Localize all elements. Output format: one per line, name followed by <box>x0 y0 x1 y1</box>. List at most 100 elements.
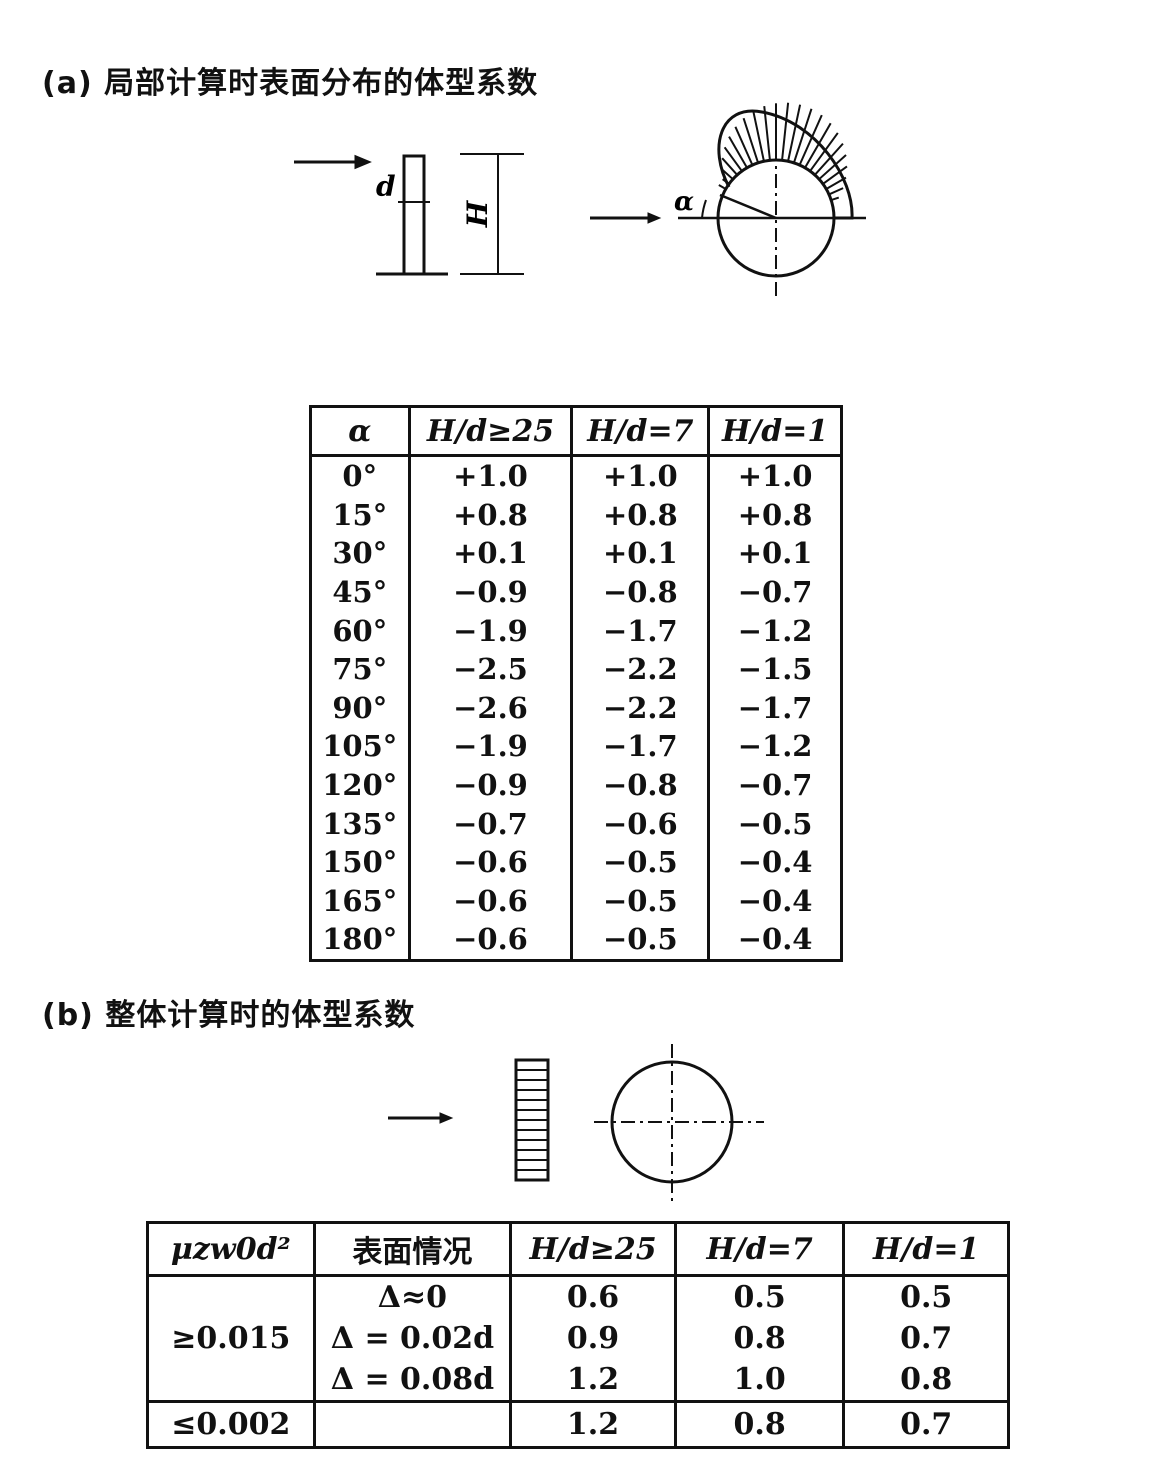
coefficient-cell: −0.5 <box>707 804 843 843</box>
hatch-line <box>804 122 832 169</box>
angle-cell: 60° <box>309 611 411 650</box>
header-hd1: H/d=1 <box>707 406 843 457</box>
coefficient-cell: −2.5 <box>407 649 574 689</box>
value-cell: 0.8 <box>900 1362 953 1397</box>
coefficient-cell: −0.7 <box>707 765 843 805</box>
alpha-label: α <box>674 187 694 217</box>
coefficient-cell: +0.8 <box>570 495 711 535</box>
coefficient-cell: −1.5 <box>707 649 843 689</box>
header-hd25: H/d≥25 <box>407 406 574 457</box>
angle-cell: 75° <box>309 649 411 689</box>
angle-cell: 120° <box>309 765 411 805</box>
table-row: 105°−1.9−1.7−1.2 <box>309 727 843 766</box>
header-surface-condition: 表面情况 <box>312 1221 513 1277</box>
coefficient-cell: −0.9 <box>407 572 574 612</box>
group1-conditions: Δ≈0 Δ = 0.02d Δ = 0.08d <box>312 1274 513 1403</box>
table-row: 60°−1.9−1.7−1.2 <box>309 611 843 650</box>
group2-condition <box>312 1400 513 1449</box>
hatch-line <box>781 102 790 161</box>
group1-hd7: 0.5 0.8 1.0 <box>673 1274 846 1403</box>
coefficient-cell: −0.6 <box>570 804 711 843</box>
table-row: 45°−0.9−0.8−0.7 <box>309 572 843 612</box>
hatch-line <box>822 165 848 185</box>
h-label: H <box>461 199 494 228</box>
hatch-line <box>763 106 771 161</box>
header-hd7: H/d=7 <box>673 1221 846 1277</box>
coefficient-cell: −1.2 <box>707 727 843 766</box>
header-muz-w0-d2: μzw0d² <box>146 1221 316 1277</box>
coefficient-cell: −0.9 <box>407 765 574 805</box>
value-cell: 0.8 <box>673 1400 846 1449</box>
hatch-line <box>752 110 765 162</box>
value-cell: 0.5 <box>733 1280 786 1315</box>
value-cell: 0.7 <box>842 1400 1010 1449</box>
value-cell: 1.2 <box>509 1400 677 1449</box>
hatch-line <box>814 142 844 176</box>
hatch-line <box>809 132 839 172</box>
header-hd25: H/d≥25 <box>509 1221 677 1277</box>
coefficient-cell: −0.7 <box>707 572 843 612</box>
group1-hd1: 0.5 0.7 0.8 <box>842 1274 1010 1403</box>
hatch-line <box>728 136 748 169</box>
value-cell: 0.9 <box>566 1321 620 1356</box>
coefficient-cell: +0.1 <box>570 534 711 573</box>
hatch-line <box>798 114 823 166</box>
hatch-line <box>828 187 844 196</box>
section-b-title: (b) 整体计算时的体型系数 <box>42 998 416 1033</box>
coefficient-cell: +0.8 <box>407 495 574 535</box>
coefficient-cell: +1.0 <box>570 455 711 496</box>
angle-cell: 180° <box>309 920 411 961</box>
hatch-line <box>720 168 734 180</box>
value-cell: 0.5 <box>900 1280 953 1315</box>
hatch-line <box>718 184 727 190</box>
angle-cell: 15° <box>309 495 411 535</box>
coefficient-cell: −0.5 <box>570 920 711 961</box>
hatch-line <box>818 154 847 180</box>
angle-cell: 0° <box>309 455 411 496</box>
table-row: 135°−0.7−0.6−0.5 <box>309 804 843 843</box>
condition-cell: Δ = 0.02d <box>330 1321 495 1356</box>
angle-cell: 150° <box>309 842 411 882</box>
header-hd7: H/d=7 <box>570 406 711 457</box>
pressure-envelope <box>717 109 854 220</box>
condition-cell: Δ = 0.08d <box>330 1362 495 1397</box>
table-row: 120°−0.9−0.8−0.7 <box>309 765 843 805</box>
angle-cell: 45° <box>309 572 411 612</box>
wind-arrowhead <box>354 154 372 170</box>
value-cell: 1.2 <box>566 1362 620 1397</box>
coefficient-cell: +0.8 <box>707 495 843 535</box>
coefficient-cell: −0.4 <box>707 920 843 961</box>
angle-cell: 165° <box>309 881 411 921</box>
hatch-line <box>723 146 743 172</box>
d-label: d <box>376 170 396 203</box>
hatch-line <box>721 157 738 176</box>
group1-hd25: 0.6 0.9 1.2 <box>509 1274 677 1403</box>
coefficient-cell: −1.9 <box>407 611 574 650</box>
angle-cell: 30° <box>309 534 411 573</box>
header-hd1: H/d=1 <box>842 1221 1010 1277</box>
table-row: 90°−2.6−2.2−1.7 <box>309 688 843 728</box>
cylinder-outline <box>402 154 426 276</box>
table-row: 15°+0.8+0.8+0.8 <box>309 495 843 535</box>
coefficient-cell: +1.0 <box>707 455 843 496</box>
coefficient-cell: −0.5 <box>570 881 711 921</box>
hatch-line <box>792 108 813 164</box>
value-cell: 0.8 <box>733 1321 786 1356</box>
coefficient-cell: −2.2 <box>570 688 711 728</box>
coefficient-cell: −1.9 <box>407 727 574 766</box>
coefficient-cell: −0.6 <box>407 881 574 921</box>
coefficient-cell: −0.6 <box>407 842 574 882</box>
overall-cylinder-diagram <box>388 1044 764 1202</box>
table-row: 150°−0.6−0.5−0.4 <box>309 842 843 882</box>
table-row: 180°−0.6−0.5−0.4 <box>309 920 843 961</box>
coefficient-cell: −2.2 <box>570 649 711 689</box>
angle-cell: 135° <box>309 804 411 843</box>
hatch-line <box>825 176 847 190</box>
coefficient-cell: −0.8 <box>570 765 711 805</box>
angle-cell: 105° <box>309 727 411 766</box>
table-row: 30°+0.1+0.1+0.1 <box>309 534 843 573</box>
coefficient-cell: −0.4 <box>707 842 843 882</box>
overall-shape-coefficient-table: μzw0d² 表面情况 H/d≥25 H/d=7 H/d=1 ≥0.015 Δ≈… <box>146 1221 1010 1449</box>
hatch-line <box>734 126 754 166</box>
